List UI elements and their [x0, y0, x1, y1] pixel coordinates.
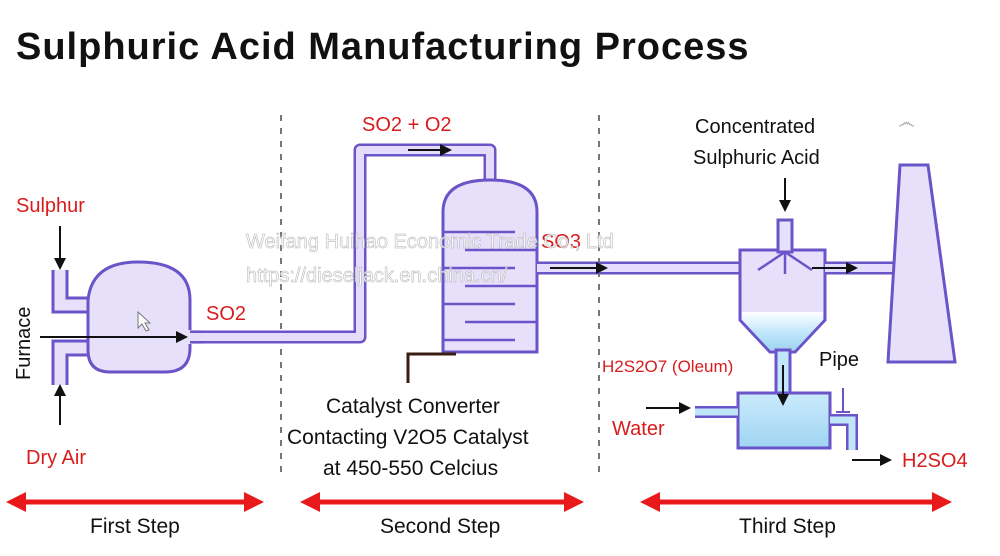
label-sulphur: Sulphur [16, 195, 85, 217]
dilution-tank [695, 391, 858, 450]
label-catalyst-1: Catalyst Converter [326, 395, 500, 418]
watermark-company: Weifang Huihao Economic Trade Co., Ltd [246, 231, 614, 253]
label-catalyst-2: Contacting V2O5 Catalyst [287, 426, 529, 449]
label-h2so4: H2SO4 [902, 450, 968, 472]
furnace [51, 260, 202, 385]
label-furnace: Furnace [13, 307, 35, 380]
chimney: ෴ [886, 112, 957, 364]
label-so2: SO2 [206, 303, 246, 325]
label-pipe: Pipe [819, 349, 859, 371]
watermark-url: https://dieseljack.en.china.cn/ [246, 265, 508, 287]
page-title: Sulphuric Acid Manufacturing Process [16, 26, 750, 68]
step-arrow-1 [6, 492, 264, 512]
label-concentrated: Concentrated [695, 116, 815, 138]
label-oleum: H2S2O7 (Oleum) [602, 357, 733, 376]
label-so2-o2: SO2 + O2 [362, 114, 452, 136]
label-catalyst-3: at 450-550 Celcius [323, 457, 498, 480]
step-label-1: First Step [90, 515, 180, 538]
cursor-icon [137, 310, 152, 332]
step-arrow-2 [300, 492, 584, 512]
catalyst-converter [441, 178, 539, 354]
flow-arrows [40, 144, 892, 466]
converter-pointer [406, 352, 456, 383]
step-label-2: Second Step [380, 515, 500, 538]
step-arrow-3 [640, 492, 952, 512]
label-sulphuric-acid: Sulphuric Acid [693, 147, 820, 169]
label-so3: SO3 [541, 231, 581, 253]
label-dry-air: Dry Air [26, 447, 86, 469]
smoke-icon: ෴ [898, 112, 915, 132]
step-label-3: Third Step [739, 515, 836, 538]
label-water: Water [612, 418, 665, 440]
